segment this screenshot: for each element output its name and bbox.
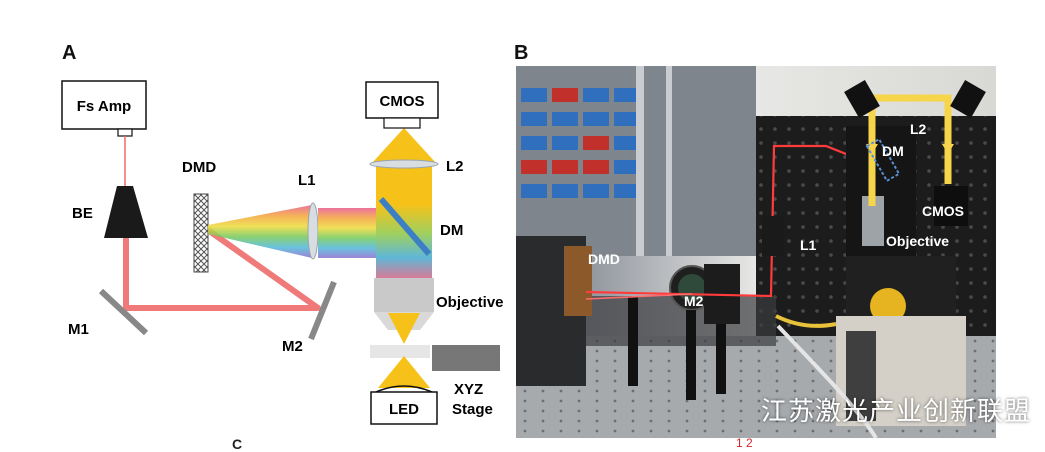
laser-beam-path [123,227,321,311]
led-beam [378,356,430,388]
photo-laser-path [585,144,867,298]
l2-label: L2 [446,158,464,175]
led-box [370,391,438,425]
panel-a-schematic: Fs Amp BE M1 M2 DMD L1 CMOS L2 DM Object… [61,80,504,425]
photo-m2-label: M2 [684,293,704,309]
objective-photo [862,196,884,246]
dm-label: DM [440,222,463,239]
m2-stand [686,310,696,400]
cmos-sensor [383,117,421,129]
mirror-m2 [308,280,337,341]
objective-body [374,278,434,312]
beam-expander [104,186,148,238]
cable-yellow [775,314,837,328]
photo-dmd-label: DMD [588,251,620,267]
objective-label: Objective [436,294,504,311]
dmd-device [193,193,209,273]
photo-cmos-label: CMOS [922,203,964,219]
lens-l1 [307,202,319,260]
m2-post [628,296,638,386]
cmos-label: CMOS [380,93,425,110]
fs-amp-port [117,128,133,137]
stage-knob-yellow [870,288,906,324]
xyz-stage-label-1: XYZ [454,381,483,398]
objective-beam [388,313,420,344]
beam-to-cmos [372,128,436,163]
m1-label: M1 [68,321,89,338]
photo-yellow-arrow-2 [942,144,954,154]
mirror-post-photo [716,324,726,394]
diffracted-beam-fan [208,205,312,258]
l1-mount-photo [762,216,784,256]
panel-a-letter: A [62,42,77,64]
cmos-camera-photo [934,186,968,226]
storage-bins [521,88,640,198]
photo-laser-return [585,293,693,300]
shelf-post [636,66,644,256]
m2-label: M2 [282,338,303,355]
photo-l2-label: L2 [910,121,927,137]
panel-b-photo: DMD M2 L1 L2 DM CMOS Objective [516,66,996,438]
l1-label: L1 [298,172,316,189]
watermark-text: 江苏激光产业创新联盟 [760,397,1031,427]
led-dome [375,385,433,393]
dmd-label: DMD [182,159,216,176]
lens-l2 [369,159,439,169]
fs-amp-label: Fs Amp [77,98,131,115]
top-mirror-right [950,80,986,118]
cable-white [776,324,878,438]
panel-b-letter: B [514,42,529,64]
xyz-stage-block [432,345,500,371]
dichroic-mirror [378,197,432,256]
sample-slide [370,345,430,358]
led-label: LED [389,401,419,418]
photo-dm-label: DM [882,143,904,159]
next-panel-fragment: C [232,436,243,452]
xyz-stage-label-2: Stage [452,401,493,418]
top-mirror-left [844,80,880,118]
bottom-red-fragment: 1 2 [736,436,753,450]
photo-l1-label: L1 [800,237,817,253]
be-label: BE [72,205,93,222]
dmd-board [564,246,592,316]
mirror-m1 [98,288,149,336]
photo-objective-label: Objective [886,233,949,249]
photo-yellow-arrow-1 [866,144,878,154]
shelf-post-2 [666,66,672,256]
fs-amp-box [61,80,147,130]
collimated-beam [318,208,384,258]
